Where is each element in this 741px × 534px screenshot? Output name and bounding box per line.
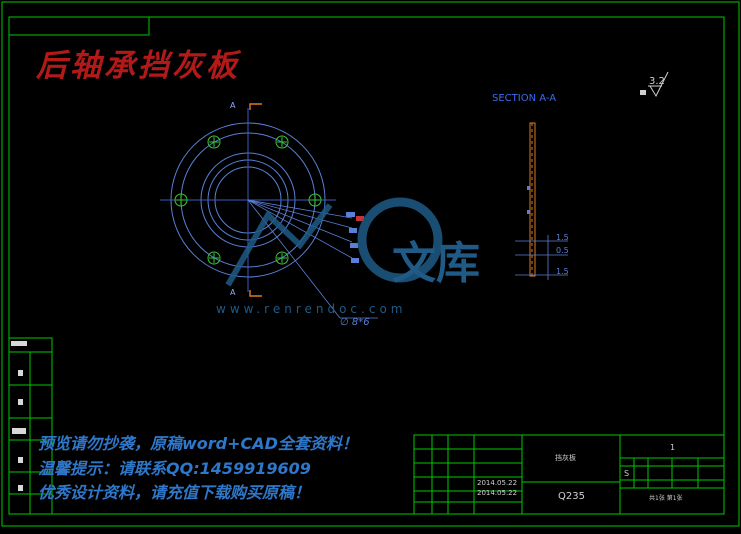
watermark-brand: 文库 (392, 238, 480, 289)
sheet-info: 共1张 第1张 (649, 494, 683, 502)
drawing-title: 后轴承挡灰板 (36, 48, 240, 84)
overlay-notice-1: 预览请勿抄袭，原稿word+CAD全套资料！ (38, 434, 358, 453)
drawing-name: 挡灰板 (555, 453, 576, 462)
date-2: 2014.05.22 (477, 489, 517, 497)
left-side-table (8, 337, 53, 515)
section-mark-bottom: A (230, 288, 236, 297)
bolt-holes (174, 135, 322, 265)
roughness-note-mark (640, 90, 646, 95)
leader-tags (346, 212, 364, 263)
roughness-value: 3.2 (649, 76, 665, 87)
section-view (515, 122, 568, 280)
top-left-code-box (8, 16, 150, 36)
dim-right-3: 1.5 (556, 267, 569, 276)
section-cut-markers (249, 103, 262, 297)
title-block (413, 434, 725, 515)
material-label: Q235 (558, 491, 585, 502)
scale-value: 1 (670, 443, 675, 452)
mark-label: S (624, 469, 629, 478)
section-title: SECTION A-A (492, 93, 556, 104)
dim-right-1: 1.5 (556, 233, 569, 242)
left-side-table-marks (11, 341, 27, 491)
dim-right-2: 0.5 (556, 246, 569, 255)
overlay-notice-2: 温馨提示：请联系QQ:1459919609 (38, 459, 311, 478)
watermark-url: www.renrendoc.com (216, 302, 406, 316)
overlay-notice-3: 优秀设计资料，请充值下载购买原稿！ (38, 483, 311, 502)
diameter-dimension: ∅ 8*6 (340, 317, 370, 328)
roughness-symbol-icon (648, 71, 669, 98)
section-mark-top: A (230, 101, 236, 110)
watermark-logo (225, 197, 443, 287)
date-1: 2014.05.22 (477, 479, 517, 487)
inner-frame (8, 16, 725, 515)
